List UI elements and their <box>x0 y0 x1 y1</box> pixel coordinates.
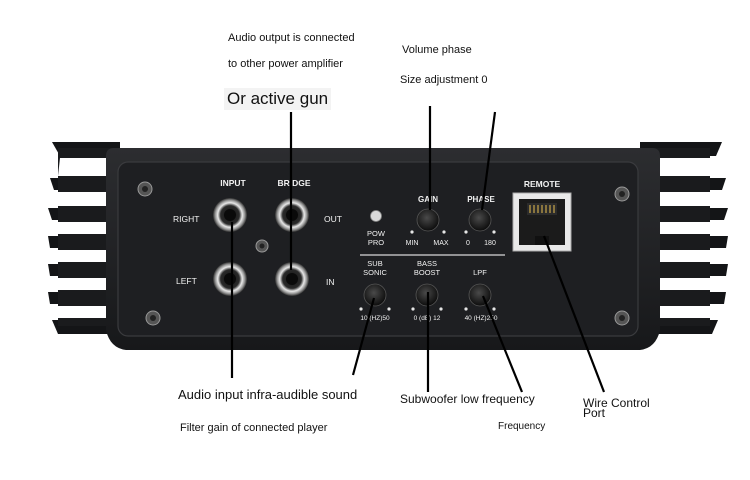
label-sonic: SONIC <box>363 268 387 277</box>
phase-knob[interactable] <box>468 208 492 232</box>
annotation-filter-gain: Filter gain of connected player <box>180 422 328 434</box>
label-left: LEFT <box>176 276 197 286</box>
label-remote: REMOTE <box>524 179 561 189</box>
subsonic-knob[interactable] <box>363 283 387 307</box>
annotation-or-active-gun: Or active gun <box>224 88 332 110</box>
label-boost: BOOST <box>414 268 441 277</box>
annotation-volume-phase: Volume phase <box>402 44 472 56</box>
label-phase: PHASE <box>467 195 495 204</box>
annotation-subwoofer: Subwoofer low frequency <box>400 392 535 406</box>
annotation-audio-output-line1: Audio output is connected <box>228 32 355 44</box>
rca-jack-input-left[interactable] <box>213 262 247 296</box>
label-sub: SUB <box>367 259 382 268</box>
label-right: RIGHT <box>173 214 199 224</box>
rca-jack-input-right[interactable] <box>213 198 247 232</box>
label-pow: POW <box>367 229 386 238</box>
label-max: MAX <box>433 240 449 247</box>
lpf-knob[interactable] <box>468 283 492 307</box>
gain-knob[interactable] <box>416 208 440 232</box>
label-gain: GAIN <box>418 195 438 204</box>
annotation-wire-control: Wire Control <box>583 396 650 410</box>
label-sub-range: 10 (HZ)50 <box>360 315 390 322</box>
rca-jack-bridge-in[interactable] <box>275 262 309 296</box>
label-pro: PRO <box>368 238 384 247</box>
remote-port[interactable] <box>512 192 572 252</box>
label-lpf: LPF <box>473 268 487 277</box>
label-bass: BASS <box>417 259 437 268</box>
annotation-audio-output-line2: to other power amplifier <box>228 58 343 70</box>
annotation-size-adjustment: Size adjustment 0 <box>400 74 488 86</box>
label-lpf-range: 40 (HZ)250 <box>465 315 498 322</box>
annotation-frequency: Frequency <box>498 421 546 432</box>
pointer-lines <box>230 106 606 393</box>
label-out: OUT <box>324 214 342 224</box>
power-led <box>370 210 382 222</box>
annotation-port: Port <box>583 406 606 420</box>
annotation-audio-input: Audio input infra-audible sound <box>178 387 358 402</box>
label-bridge: BRIDGE <box>277 178 310 188</box>
label-phase-0: 0 <box>466 240 470 247</box>
label-input: INPUT <box>220 178 246 188</box>
front-panel <box>117 161 639 337</box>
label-phase-180: 180 <box>484 240 496 247</box>
label-min: MIN <box>406 240 419 247</box>
knob-scale-dots <box>359 230 496 311</box>
panel-screws <box>137 181 630 326</box>
label-in: IN <box>326 277 335 287</box>
